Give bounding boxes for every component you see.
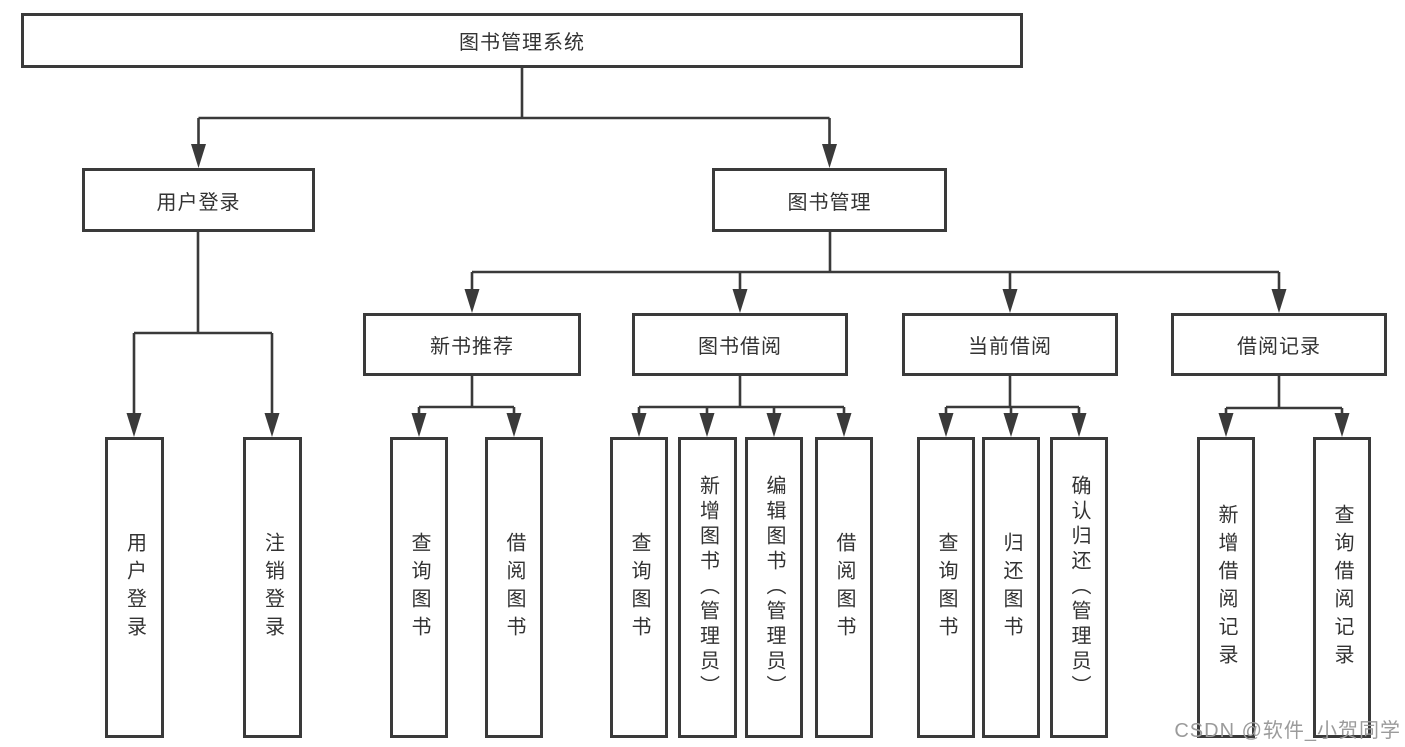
leaf-borrow-books-label: 借阅图书 xyxy=(833,531,855,644)
csdn-watermark: CSDN @软件_小贺同学 xyxy=(1174,720,1401,742)
leaf-edit-book-admin: 编辑图书（管理员） xyxy=(745,437,803,738)
leaf-recommend-query-books: 查询图书 xyxy=(390,437,448,738)
node-borrow-records: 借阅记录 xyxy=(1171,313,1387,376)
node-current-borrow: 当前借阅 xyxy=(902,313,1118,376)
leaf-edit-book-admin-label: 编辑图书（管理员） xyxy=(763,475,785,700)
node-book-management: 图书管理 xyxy=(712,168,947,232)
leaf-recommend-borrow-books-label: 借阅图书 xyxy=(503,531,525,644)
leaf-user-login-label: 用户登录 xyxy=(123,531,146,644)
leaf-add-borrow-record-label: 新增借阅记录 xyxy=(1215,503,1237,672)
leaf-borrow-query-books: 查询图书 xyxy=(610,437,668,738)
node-book-management-label: 图书管理 xyxy=(787,191,872,214)
leaf-query-borrow-record-label: 查询借阅记录 xyxy=(1331,503,1353,672)
node-user-login-label: 用户登录 xyxy=(156,191,241,214)
leaf-add-book-admin: 新增图书（管理员） xyxy=(678,437,737,738)
leaf-borrow-query-books-label: 查询图书 xyxy=(628,531,650,644)
leaf-logout: 注销登录 xyxy=(243,437,302,738)
node-user-login: 用户登录 xyxy=(82,168,315,232)
leaf-add-book-admin-label: 新增图书（管理员） xyxy=(696,475,719,700)
leaf-return-books-label: 归还图书 xyxy=(1000,531,1022,644)
leaf-return-books: 归还图书 xyxy=(982,437,1040,738)
node-current-borrow-label: 当前借阅 xyxy=(968,336,1052,358)
node-borrow-records-label: 借阅记录 xyxy=(1237,336,1321,358)
node-new-book-recommend: 新书推荐 xyxy=(363,313,581,376)
leaf-confirm-return-admin: 确认归还（管理员） xyxy=(1050,437,1108,738)
node-root-system: 图书管理系统 xyxy=(21,13,1023,68)
node-book-borrow-label: 图书借阅 xyxy=(698,336,782,358)
node-root-label: 图书管理系统 xyxy=(459,32,585,54)
leaf-logout-label: 注销登录 xyxy=(261,531,284,644)
leaf-confirm-return-admin-label: 确认归还（管理员） xyxy=(1068,475,1090,700)
node-book-borrow: 图书借阅 xyxy=(632,313,848,376)
leaf-user-login: 用户登录 xyxy=(105,437,164,738)
leaf-query-borrow-record: 查询借阅记录 xyxy=(1313,437,1371,738)
leaf-recommend-query-books-label: 查询图书 xyxy=(408,531,430,644)
leaf-current-query-books-label: 查询图书 xyxy=(935,531,957,644)
leaf-recommend-borrow-books: 借阅图书 xyxy=(485,437,543,738)
leaf-borrow-books: 借阅图书 xyxy=(815,437,873,738)
leaf-current-query-books: 查询图书 xyxy=(917,437,975,738)
leaf-add-borrow-record: 新增借阅记录 xyxy=(1197,437,1255,738)
node-new-book-recommend-label: 新书推荐 xyxy=(430,336,514,358)
